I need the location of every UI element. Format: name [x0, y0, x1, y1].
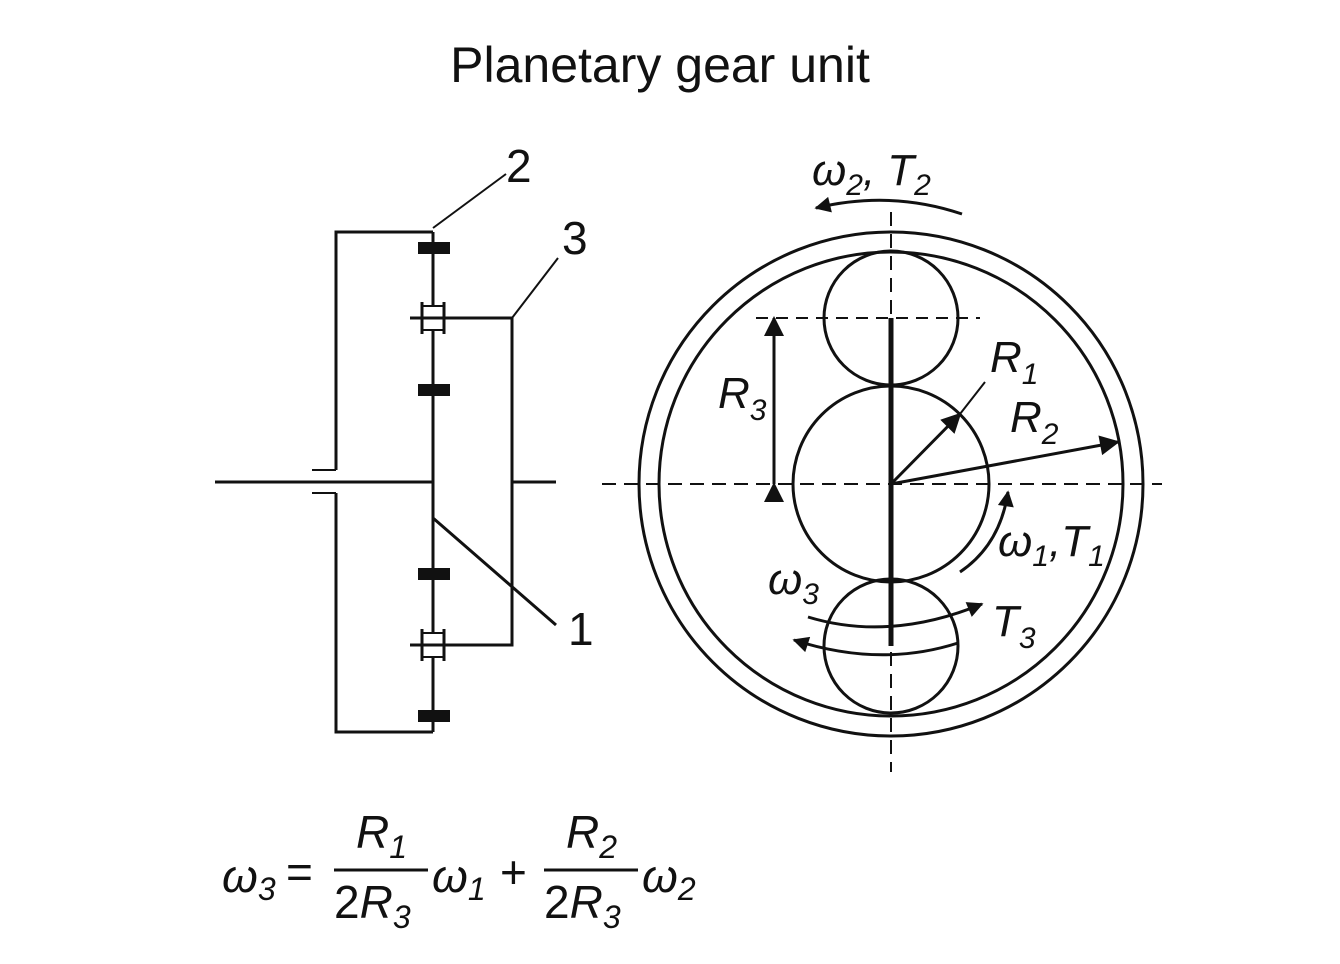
- r1-label: R1: [990, 333, 1038, 391]
- tooth-block: [418, 384, 450, 396]
- svg-text:+: +: [500, 846, 527, 898]
- tooth-block: [418, 568, 450, 580]
- omega1-t1-label: ω1,T1: [998, 517, 1105, 573]
- label-3: 3: [562, 212, 588, 264]
- label-1: 1: [568, 603, 594, 655]
- svg-text:ω1: ω1: [432, 850, 486, 907]
- omega3-label: ω3: [768, 555, 819, 611]
- r2-arrow: [890, 435, 1120, 486]
- omega1-rotation-arrow: [959, 490, 1014, 574]
- omega2-t2-label: ω2,T2: [812, 146, 931, 202]
- schematic-side-view: 2 3 1: [215, 140, 594, 734]
- planet-bearing-lower: [410, 629, 455, 661]
- svg-text:=: =: [286, 846, 313, 898]
- svg-text:2R3: 2R3: [334, 876, 411, 935]
- svg-text:R2: R2: [566, 806, 617, 865]
- svg-text:R1: R1: [356, 806, 407, 865]
- diagram-title: Planetary gear unit: [450, 37, 870, 93]
- t3-rotation-arrow: [807, 602, 984, 629]
- r1-leader: [959, 381, 986, 415]
- omega2-rotation-arrow: [814, 196, 963, 216]
- label-2: 2: [506, 140, 532, 192]
- sun-gear-link: [432, 516, 557, 627]
- velocity-equation: ω3 = R1 2R3 ω1 + R2 2R3 ω2: [222, 806, 696, 935]
- r2-label: R2: [1010, 393, 1059, 451]
- omega3-rotation-arrow: [792, 636, 959, 657]
- tooth-block: [418, 710, 450, 722]
- leader-line-2: [432, 173, 507, 229]
- tooth-block: [418, 242, 450, 254]
- svg-text:2R3: 2R3: [544, 876, 621, 935]
- front-view: ω2,T2 R1 R2 R3 ω1,T1 ω3 T3: [602, 146, 1162, 772]
- ring-gear-frame: [334, 230, 433, 734]
- t3-label: T3: [992, 597, 1036, 655]
- leader-line-3: [511, 257, 559, 319]
- planet-carrier-frame: [445, 316, 514, 647]
- r3-label: R3: [718, 369, 767, 427]
- svg-text:ω3: ω3: [222, 850, 276, 907]
- svg-text:ω2: ω2: [642, 850, 696, 907]
- r1-arrow: [889, 412, 962, 486]
- planet-bearing-upper: [410, 302, 455, 334]
